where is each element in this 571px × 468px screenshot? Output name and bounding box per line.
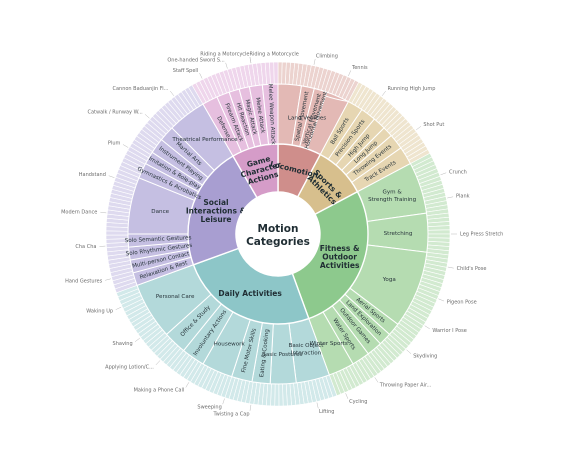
leader-line <box>170 90 175 96</box>
subcategory-label-theatrical-performance: Theatrical Performance <box>171 137 238 143</box>
outer-label-leg-press-stretch: Leg Press Stretch <box>460 232 503 238</box>
leader-line <box>406 349 412 354</box>
leader-line <box>108 175 115 178</box>
leader-line <box>122 144 129 148</box>
leader-line <box>348 70 352 77</box>
leader-line <box>222 398 225 405</box>
center-circle <box>236 192 320 276</box>
outer-label-pigeon-pose: Pigeon Pose <box>447 300 477 306</box>
subcategory-label-land-vehicles: Land Vehicles <box>288 116 326 122</box>
outer-slice-game[interactable] <box>273 61 279 85</box>
center-title-line1: Motion <box>258 223 299 235</box>
outer-label-handstand: Handstand <box>79 172 106 178</box>
outer-label-twisting-a-cap: Twisting a Cap <box>213 411 250 417</box>
outer-label-one-handed-sword-s: One-handed Sword S... <box>167 57 225 63</box>
outer-label-shot-put: Shot Put <box>423 122 444 128</box>
leader-line <box>345 393 349 399</box>
outer-slice-fitness[interactable] <box>427 229 451 235</box>
category-label-social: Social <box>203 198 228 207</box>
outer-label-applying-lotion-c: Applying Lotion/C... <box>105 365 154 371</box>
outer-label-making-a-phone-call: Making a Phone Call <box>134 388 185 394</box>
outer-label-child-s-pose: Child's Pose <box>457 266 487 272</box>
subcategory-label-winter-sports: Winter Sports <box>310 341 348 347</box>
outer-label-lifting: Lifting <box>319 409 335 415</box>
outer-slice-daily[interactable] <box>278 383 284 407</box>
subcategory-label-eating-cooking: Eating & Cooking <box>259 328 270 377</box>
outer-label-tennis: Tennis <box>351 65 368 71</box>
outer-label-waking-up: Waking Up <box>86 308 113 314</box>
outer-label-crunch: Crunch <box>449 169 467 175</box>
category-label-fitness-line2: Outdoor <box>322 253 357 262</box>
outer-label-plank: Plank <box>456 194 470 200</box>
leader-line <box>440 172 447 176</box>
leader-line <box>416 126 422 131</box>
subcategory-label-stretching: Stretching <box>384 231 413 237</box>
leader-line <box>313 58 316 65</box>
category-ring <box>187 143 369 325</box>
leader-line <box>424 325 430 330</box>
leader-line <box>249 404 252 411</box>
leader-line <box>225 62 228 69</box>
subcategory-label-basic-object-interaction: Basic Object <box>289 343 325 349</box>
category-label-social-line2: Interactions & <box>186 206 247 215</box>
subcategory-label-gym-strength-training: Gym & <box>383 189 403 195</box>
subcategory-label-gym-strength-training-cont: Strength Training <box>368 197 416 203</box>
outer-label-warrior-i-pose: Warrior I Pose <box>432 328 466 334</box>
subcategory-label-basic-object-interaction-cont: Interaction <box>291 351 322 357</box>
subcategory-ring <box>127 83 429 385</box>
leader-line <box>155 360 161 366</box>
outer-label-cycling: Cycling <box>349 399 367 405</box>
leader-line <box>249 57 252 64</box>
outer-label-skydiving: Skydiving <box>413 353 437 359</box>
leader-line <box>447 266 454 269</box>
leader-line <box>438 298 445 302</box>
leader-line <box>316 402 319 409</box>
outer-label-cannon-baduanjin-fi: Cannon Baduanjin Fi... <box>112 86 168 92</box>
subcategory-label-yoga: Yoga <box>382 277 396 283</box>
leader-line <box>144 114 150 119</box>
leader-line <box>105 278 111 281</box>
outer-label-sweeping: Sweeping <box>197 405 221 411</box>
outer-label-plum: Plum <box>108 141 121 147</box>
outer-label-throwing-paper-air: Throwing Paper Air... <box>379 382 432 388</box>
outer-label-riding-a-motorcycle: Riding a Motorcycle <box>250 52 299 58</box>
leader-line <box>381 90 386 96</box>
leader-line <box>115 306 122 310</box>
subcategory-label-dance: Dance <box>151 209 169 215</box>
leader-line <box>374 377 379 383</box>
outer-label-cha-cha: Cha Cha <box>75 244 96 250</box>
outer-label-shaving: Shaving <box>113 341 133 347</box>
category-label-fitness-line3: Activities <box>320 261 360 270</box>
category-label-daily: Daily Activities <box>218 289 282 298</box>
outer-label-staff-spell: Staff Spell <box>173 68 198 74</box>
subcategory-label-basic-postures: Basic Postures <box>262 352 302 358</box>
category-label-fitness: Fitness & <box>320 244 360 253</box>
subcategory-label-housework: Housework <box>214 342 246 348</box>
outer-label-modern-dance: Modern Dance <box>61 209 97 215</box>
outer-label-climbing: Climbing <box>316 53 338 59</box>
outer-label-hand-gestures: Hand Gestures <box>65 279 102 285</box>
outer-label-catwalk-runway-w: Catwalk / Runway W... <box>87 110 143 116</box>
leader-line <box>447 196 454 199</box>
outer-label-running-high-jump: Running High Jump <box>388 86 436 92</box>
subcategory-label-melee-attack: Melee Attack <box>254 97 265 135</box>
outer-label-riding-a-motorcycle: Riding a Motorcycle <box>200 52 249 58</box>
leader-line <box>185 382 190 388</box>
subcategory-label-melee-weapon-attack: Melee Weapon Attack <box>267 84 276 146</box>
leader-line <box>134 337 140 342</box>
category-label-social-line3: Leisure <box>200 215 231 224</box>
leader-line <box>199 73 203 79</box>
center-title-line2: Categories <box>246 236 310 248</box>
leader-line <box>100 211 107 214</box>
subcategory-label-solo-semantic-gestures: Solo Semantic Gestures <box>125 235 192 244</box>
subcategory-label-personal-care: Personal Care <box>156 294 195 300</box>
